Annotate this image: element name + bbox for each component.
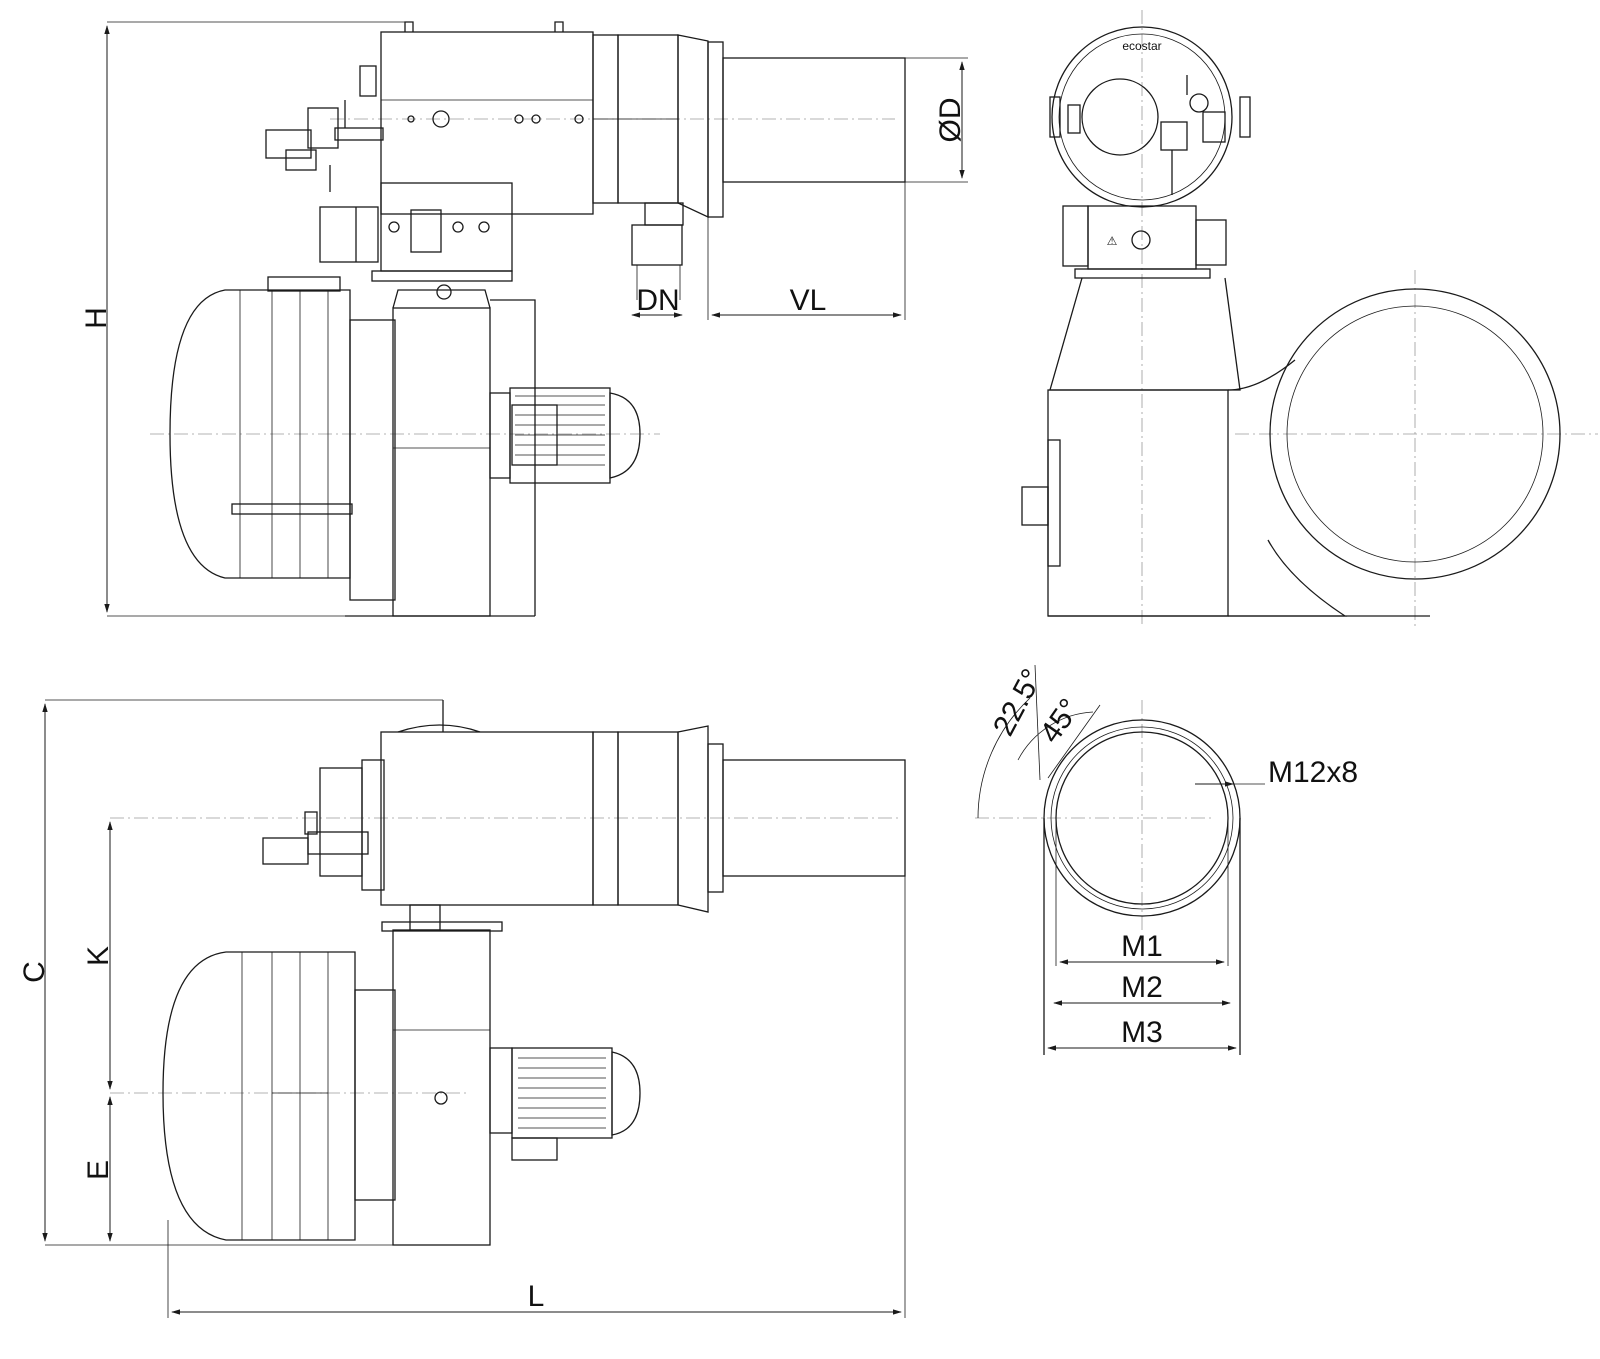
fan-volute xyxy=(392,284,536,617)
fan-housing xyxy=(169,276,535,617)
angle-label-45: 45° xyxy=(1034,693,1087,749)
fan-inlet xyxy=(1228,288,1561,617)
front-neck: ⚠ xyxy=(1049,205,1241,391)
brand-logo: ecostar xyxy=(1122,39,1161,53)
dim-label-c: C xyxy=(18,961,51,983)
dim-label-m3: M3 xyxy=(1121,1016,1163,1049)
dim-label-e: E xyxy=(82,1160,115,1180)
plan-view: C K E L xyxy=(18,699,906,1318)
plan-fan xyxy=(162,904,503,1246)
dim-label-vl: VL xyxy=(790,284,827,317)
warning-icon: ⚠ xyxy=(1107,234,1118,248)
front-housing xyxy=(1021,359,1430,617)
burner-body xyxy=(319,21,594,282)
plan-burner-body xyxy=(262,700,906,913)
front-plate: ecostar xyxy=(1049,26,1251,208)
dim-label-d: ØD xyxy=(934,98,967,143)
dim-label-k: K xyxy=(82,946,115,966)
dim-label-m1: M1 xyxy=(1121,930,1163,963)
dim-label-m2: M2 xyxy=(1121,971,1163,1004)
bolt-label: M12x8 xyxy=(1268,756,1358,789)
front-elevation-view: ecostar ⚠ xyxy=(1021,10,1598,628)
flange-circle xyxy=(1043,719,1241,1055)
fan-motor xyxy=(489,387,641,484)
dim-label-dn: DN xyxy=(636,284,679,317)
blast-tube xyxy=(592,34,906,219)
plan-motor xyxy=(489,1047,641,1161)
dim-label-h: H xyxy=(80,307,113,329)
gas-valve-train xyxy=(265,65,384,192)
dim-label-l: L xyxy=(528,1280,545,1313)
gas-connection xyxy=(631,202,684,300)
side-elevation-view: H ØD DN VL xyxy=(80,21,968,617)
flange-detail-view: 22.5° 45° M12x8 M1 M2 M3 xyxy=(975,664,1358,1055)
